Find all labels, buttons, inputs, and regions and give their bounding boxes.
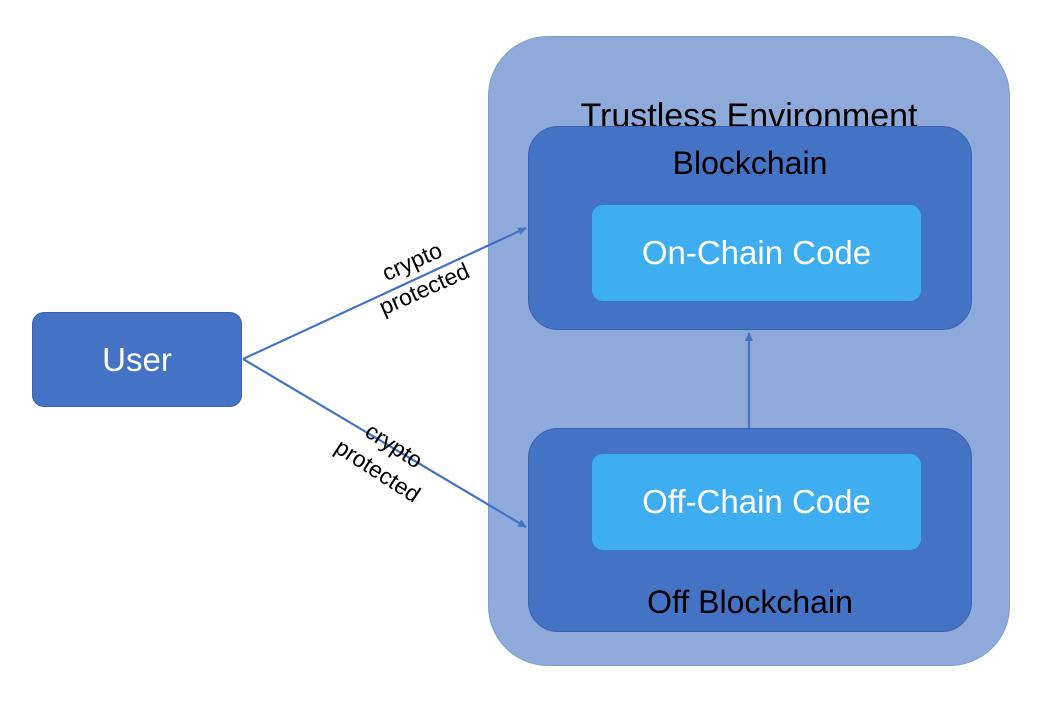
blockchain-title: Blockchain — [672, 145, 828, 181]
off-chain-code-box: Off-Chain Code — [591, 453, 922, 551]
user-node: User — [32, 312, 242, 407]
on-chain-code-label: On-Chain Code — [641, 234, 872, 271]
arrow-user-to-off-blockchain — [242, 358, 527, 528]
user-label: User — [102, 340, 172, 378]
off-blockchain-title: Off Blockchain — [647, 584, 853, 620]
on-chain-code-box: On-Chain Code — [591, 204, 922, 302]
arrow-user-to-blockchain — [242, 227, 527, 360]
off-chain-code-label: Off-Chain Code — [642, 483, 871, 520]
